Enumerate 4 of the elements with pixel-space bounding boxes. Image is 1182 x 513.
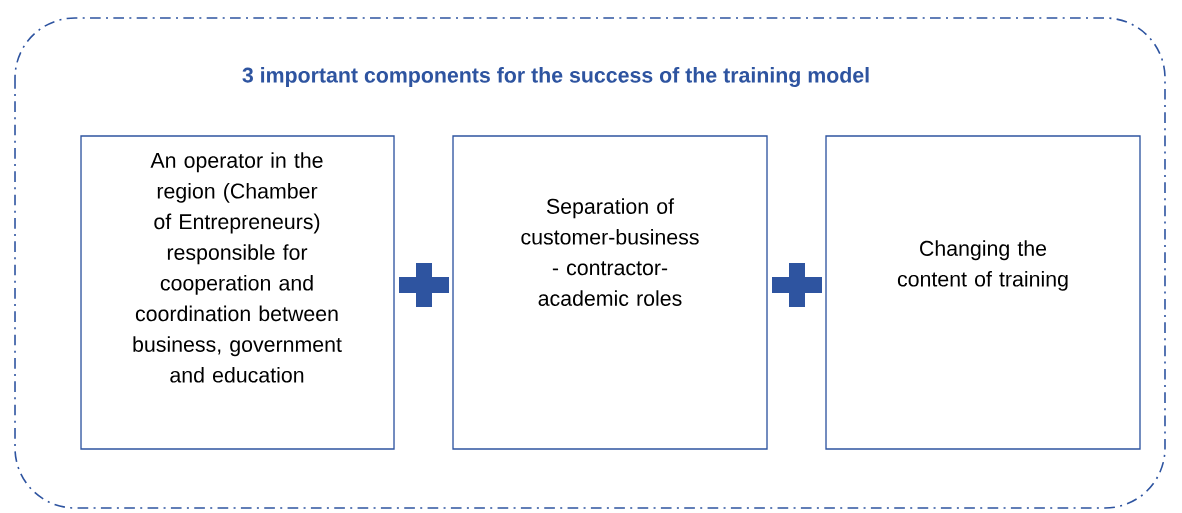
text-box: Separation of customer-business - contractor-academic roles [452, 135, 768, 450]
text-box: An operator in the region (Chamber of Entrepreneurs) responsible for cooperation and coordination between business, government and education [80, 135, 395, 450]
text-box: Changing the content of training [825, 135, 1141, 450]
heading: 3 important components for the success of the training model [242, 67, 869, 87]
